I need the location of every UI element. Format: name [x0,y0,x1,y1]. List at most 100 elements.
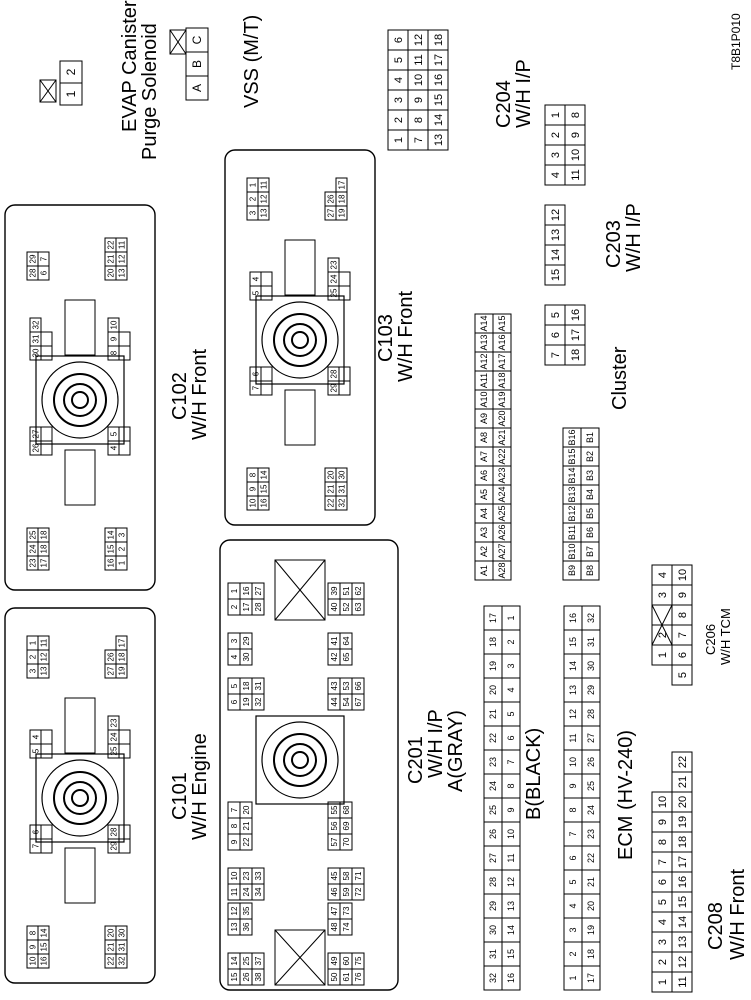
c103-pin: 19 [337,208,346,217]
c201a-pin: 30 [488,925,498,935]
vss-pin: B [190,60,204,68]
c101-sub: W/H Engine [189,733,211,840]
c201-pin: 52 [342,602,351,611]
c206-cell [671,564,693,586]
c204-pin: 14 [433,114,445,126]
c206-label: C206 [703,624,718,655]
c206-pin: 5 [677,672,689,678]
cluster-a-pin: A18 [497,372,507,388]
c204-pin: 3 [393,97,405,103]
c201a-pin: 32 [488,973,498,983]
c201b-pin: 29 [586,685,596,695]
c102-cell [40,331,53,347]
c201-gray: A(GRAY) [445,710,467,792]
c201b-pin: 1 [568,975,578,980]
c201-cell [339,632,353,650]
c201-pin: 27 [254,586,263,595]
c208-pin: 2 [657,959,669,965]
cluster-a-pin: A8 [479,432,489,443]
c103-cell [335,177,348,193]
cluster-b-pin: B14 [567,467,577,483]
c201a-pin: 15 [506,949,516,959]
c201-pin: 2 [230,604,239,609]
c201b-pin: 4 [568,903,578,908]
c208-pin: 15 [677,896,689,908]
c206-pin: 10 [677,569,689,581]
c201-pin: 21 [242,821,251,830]
c203-pin: 2 [550,132,562,138]
c201-pin: 20 [242,805,251,814]
c102-pin: 12 [117,254,126,263]
cluster-label: Cluster [609,346,631,410]
c203-pin: 4 [550,172,562,178]
c103-pin: 16 [259,498,268,507]
c201-pin: 46 [330,887,339,896]
c101-housing [4,607,156,984]
vss-lock [169,29,187,55]
cluster-b-pin: B9 [567,565,577,576]
c103-pin: 12 [259,194,268,203]
vss-pin: A [190,84,204,92]
c208-pin: 14 [677,916,689,928]
c101-pin: 22 [106,956,115,965]
cluster-b-pin: B2 [585,451,595,462]
cluster-b-cell [580,427,600,448]
c201b-pin: 22 [586,853,596,863]
c203-pin: 11 [570,169,582,180]
c102-boss [35,355,125,445]
c102-pin: 10 [109,320,118,329]
cluster-b-pin: B16 [567,429,577,445]
c201-pin: 14 [230,956,239,965]
c201-cell [351,582,365,600]
c201a-pin: 7 [506,759,516,764]
figure-id: T8B1P010 [729,13,743,70]
c101-cell [40,729,53,745]
c103-pin: 3 [248,210,257,215]
cluster-a-pin: A17 [497,353,507,369]
c102-pin: 18 [39,530,48,539]
c201b-pin: 7 [568,831,578,836]
c204-sub: W/H I/P [513,59,535,128]
c201b-pin: 12 [568,709,578,719]
c201a-pin: 6 [506,735,516,740]
c201b-pin: 10 [568,757,578,767]
c201-pin: 11 [230,887,239,896]
c201b-pin: 27 [586,733,596,743]
c101-pin: 5 [31,748,40,753]
c101-cell [37,925,50,941]
c102-pin: 29 [28,254,37,263]
c103-pin: 14 [259,470,268,479]
c201-pin: 68 [342,805,351,814]
c102-cell [37,527,50,543]
c201b-pin: 11 [568,733,578,742]
cluster-a-pin: A2 [479,546,489,557]
c201b-pin: 15 [568,637,578,647]
c102-pin: 25 [28,530,37,539]
c101-pin: 26 [106,652,115,661]
c201-pin: 30 [242,652,251,661]
c201-pin: 33 [254,871,263,880]
c201-pin: 13 [230,922,239,931]
c101-pin: 13 [39,666,48,675]
c103-pin: 11 [259,180,268,189]
c204-cell [427,29,449,51]
cluster-b-pin: B13 [567,486,577,502]
c201-blank-1 [274,559,326,621]
c201b-pin: 26 [586,757,596,767]
c206-pin: 6 [677,652,689,658]
c201a-pin: 14 [506,925,516,935]
c201b-pin: 25 [586,781,596,791]
c201-cell [339,902,353,920]
c204-pin: 18 [433,34,445,46]
c201-pin: 24 [242,887,251,896]
c201-cell [251,867,265,885]
c103-pin: 20 [326,470,335,479]
c201-pin: 72 [354,887,363,896]
c201-pin: 32 [254,697,263,706]
evap-label: EVAP Canister [119,0,141,132]
c201-pin: 75 [354,956,363,965]
cluster-a-pin: A21 [497,429,507,445]
cluster-a-pin: A14 [479,315,489,331]
c102-pin: 6 [39,270,48,275]
c101-pin: 32 [117,956,126,965]
